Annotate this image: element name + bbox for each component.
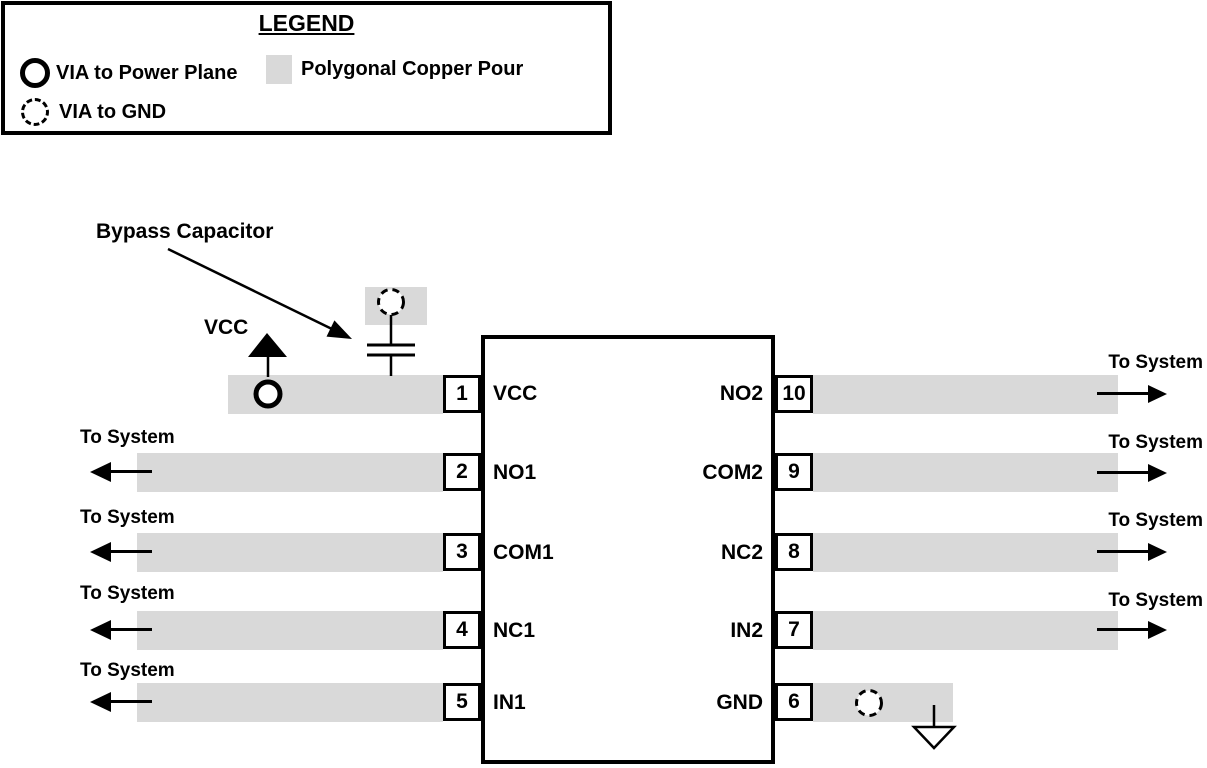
- legend-label-via-gnd: VIA to GND: [59, 101, 167, 123]
- copper-trace-pin7: [813, 611, 1118, 650]
- legend-label-copper-pour: Polygonal Copper Pour: [301, 58, 524, 80]
- pin-box-5: 5: [443, 683, 481, 721]
- pin-box-9: 9: [775, 453, 813, 491]
- copper-trace-pin4: [137, 611, 443, 650]
- ic-pin-label-gnd: GND: [716, 691, 763, 714]
- arrow-left-icon-pin2: [90, 462, 152, 482]
- ic-pin-label-nc2: NC2: [720, 541, 763, 564]
- ic-pin-label-no1: NO1: [493, 461, 537, 484]
- pin-box-4: 4: [443, 611, 481, 649]
- bypass-capacitor-label: Bypass Capacitor: [96, 220, 274, 243]
- legend-title: LEGEND: [258, 10, 355, 36]
- vcc-rail-label: VCC: [204, 316, 249, 339]
- to-system-label-pin3: To System: [80, 507, 175, 528]
- pin-box-2: 2: [443, 453, 481, 491]
- legend-box: LEGEND VIA to Power Plane VIA to GND Pol…: [1, 1, 612, 135]
- ic-pin-label-in1: IN1: [493, 691, 526, 714]
- copper-trace-pin3: [137, 533, 443, 572]
- bypass-annotation-line: [167, 247, 335, 332]
- pin-box-10: 10: [775, 375, 813, 413]
- ic-pin-label-com1: COM1: [493, 541, 554, 564]
- to-system-label-pin2: To System: [80, 427, 175, 448]
- to-system-label-pin7: To System: [1108, 590, 1203, 611]
- gnd-symbol-icon: [911, 725, 957, 750]
- copper-trace-pin2: [137, 453, 443, 492]
- legend-label-via-power: VIA to Power Plane: [56, 62, 238, 84]
- arrow-left-icon-pin4: [90, 620, 152, 640]
- pin-box-3: 3: [443, 533, 481, 571]
- to-system-label-pin8: To System: [1108, 510, 1203, 531]
- pin-box-8: 8: [775, 533, 813, 571]
- pin-box-7: 7: [775, 611, 813, 649]
- ic-pin-label-com2: COM2: [702, 461, 763, 484]
- copper-trace-pin10: [813, 375, 1118, 414]
- copper-pour-swatch: [266, 55, 292, 84]
- copper-pour-bypass-via: [365, 287, 427, 325]
- arrow-right-icon-pin10: [1097, 385, 1167, 403]
- ic-body: [481, 335, 775, 764]
- copper-trace-pin1: [228, 375, 443, 414]
- to-system-label-pin4: To System: [80, 583, 175, 604]
- copper-trace-pin5: [137, 683, 443, 722]
- copper-trace-pin8: [813, 533, 1118, 572]
- via-gnd-icon: [21, 98, 49, 126]
- pin-box-6: 6: [775, 683, 813, 721]
- ic-pin-label-vcc: VCC: [493, 382, 538, 405]
- pin-box-1: 1: [443, 375, 481, 413]
- arrow-left-icon-pin5: [90, 692, 152, 712]
- bypass-annotation-arrowhead-icon: [326, 320, 352, 339]
- to-system-label-pin9: To System: [1108, 432, 1203, 453]
- ic-pin-label-in2: IN2: [730, 619, 763, 642]
- arrow-right-icon-pin9: [1097, 464, 1167, 482]
- via-power-icon: [20, 58, 50, 88]
- copper-trace-pin9: [813, 453, 1118, 492]
- ic-pin-label-nc1: NC1: [493, 619, 536, 642]
- vcc-arrow-icon: [248, 333, 287, 357]
- to-system-label-pin10: To System: [1108, 352, 1203, 373]
- copper-trace-pin6: [813, 683, 953, 722]
- ic-pin-label-no2: NO2: [719, 382, 763, 405]
- to-system-label-pin5: To System: [80, 660, 175, 681]
- arrow-right-icon-pin8: [1097, 543, 1167, 561]
- arrow-right-icon-pin7: [1097, 621, 1167, 639]
- arrow-left-icon-pin3: [90, 542, 152, 562]
